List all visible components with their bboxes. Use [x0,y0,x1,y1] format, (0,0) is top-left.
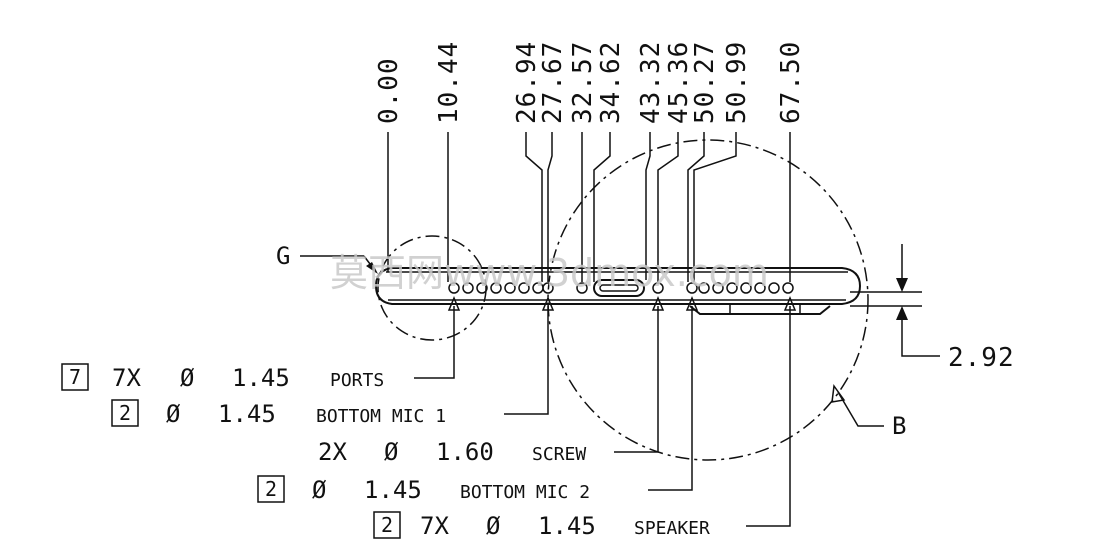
dimension-value: 10.44 [434,41,464,124]
dimension-value: 27.67 [538,41,568,124]
detail-b-leader [831,384,884,427]
height-dimension [850,244,940,357]
dimension-value: 67.50 [776,41,806,124]
callout-qty: 2X [318,438,347,466]
callout-box [257,475,285,503]
dimension-value: 50.99 [722,41,752,124]
callout-box-number: 2 [265,477,277,501]
dimension-value: 45.36 [664,41,694,124]
detail-g-circle [377,235,487,341]
callout-label: SCREW [532,444,586,465]
dimension-value: 26.94 [512,41,542,124]
callout-diameter-symbol: Ø [180,364,195,392]
callout-speaker: 2 7X Ø 1.45 SPEAKER [373,296,797,540]
callout-label: BOTTOM MIC 2 [460,482,590,503]
dimension-value: 43.32 [636,41,666,124]
dimension-value: 34.62 [596,41,626,124]
callout-label: PORTS [330,370,384,391]
callout-value: 1.45 [218,400,276,428]
dimension-value: 50.27 [690,41,720,124]
callout-bottom-mic-1: 2 Ø 1.45 BOTTOM MIC 1 [111,296,555,428]
detail-b-label: B [892,412,906,440]
callout-box-number: 2 [381,513,393,537]
screw-left [576,282,588,294]
callout-value: 1.45 [538,512,596,540]
callout-box [61,363,89,391]
callout-qty: 7X [420,512,449,540]
dimension-value: 0.00 [374,57,404,124]
callout-qty: 7X [112,364,141,392]
detail-b-circle [547,139,869,461]
callout-value: 1.60 [436,438,494,466]
callout-diameter-symbol: Ø [312,476,327,504]
detail-g-label: G [276,242,290,270]
callout-diameter-symbol: Ø [384,438,399,466]
speaker-holes [698,282,794,294]
dimension-values: 0.00 10.44 26.94 27.67 32.57 34.62 43.32… [374,41,806,124]
callout-bottom-mic-2: 2 Ø 1.45 BOTTOM MIC 2 [257,296,699,504]
callout-diameter-symbol: Ø [486,512,501,540]
callout-screw: 2X Ø 1.60 SCREW [318,296,665,466]
callout-value: 1.45 [232,364,290,392]
screw-right [652,282,664,294]
callout-value: 1.45 [364,476,422,504]
lightning-port-inner [599,284,639,292]
detail-g-leader [300,255,378,274]
callout-label: BOTTOM MIC 1 [316,406,446,427]
callout-box [373,511,401,539]
callout-box-number: 7 [69,365,81,389]
bottom-mic-1-hole [542,282,554,294]
lightning-port [593,279,645,297]
callout-diameter-symbol: Ø [166,400,181,428]
height-dimension-value: 2.92 [948,343,1015,373]
callout-ports: 7 7X Ø 1.45 PORTS [61,296,461,392]
dimension-value: 32.57 [568,41,598,124]
callout-box-number: 2 [119,401,131,425]
dimension-leaders [387,132,791,282]
callout-box [111,399,139,427]
callout-label: SPEAKER [634,518,710,539]
watermark: 莫西网www.3dmox.com [330,251,769,295]
bottom-mic-2-hole [686,282,698,294]
